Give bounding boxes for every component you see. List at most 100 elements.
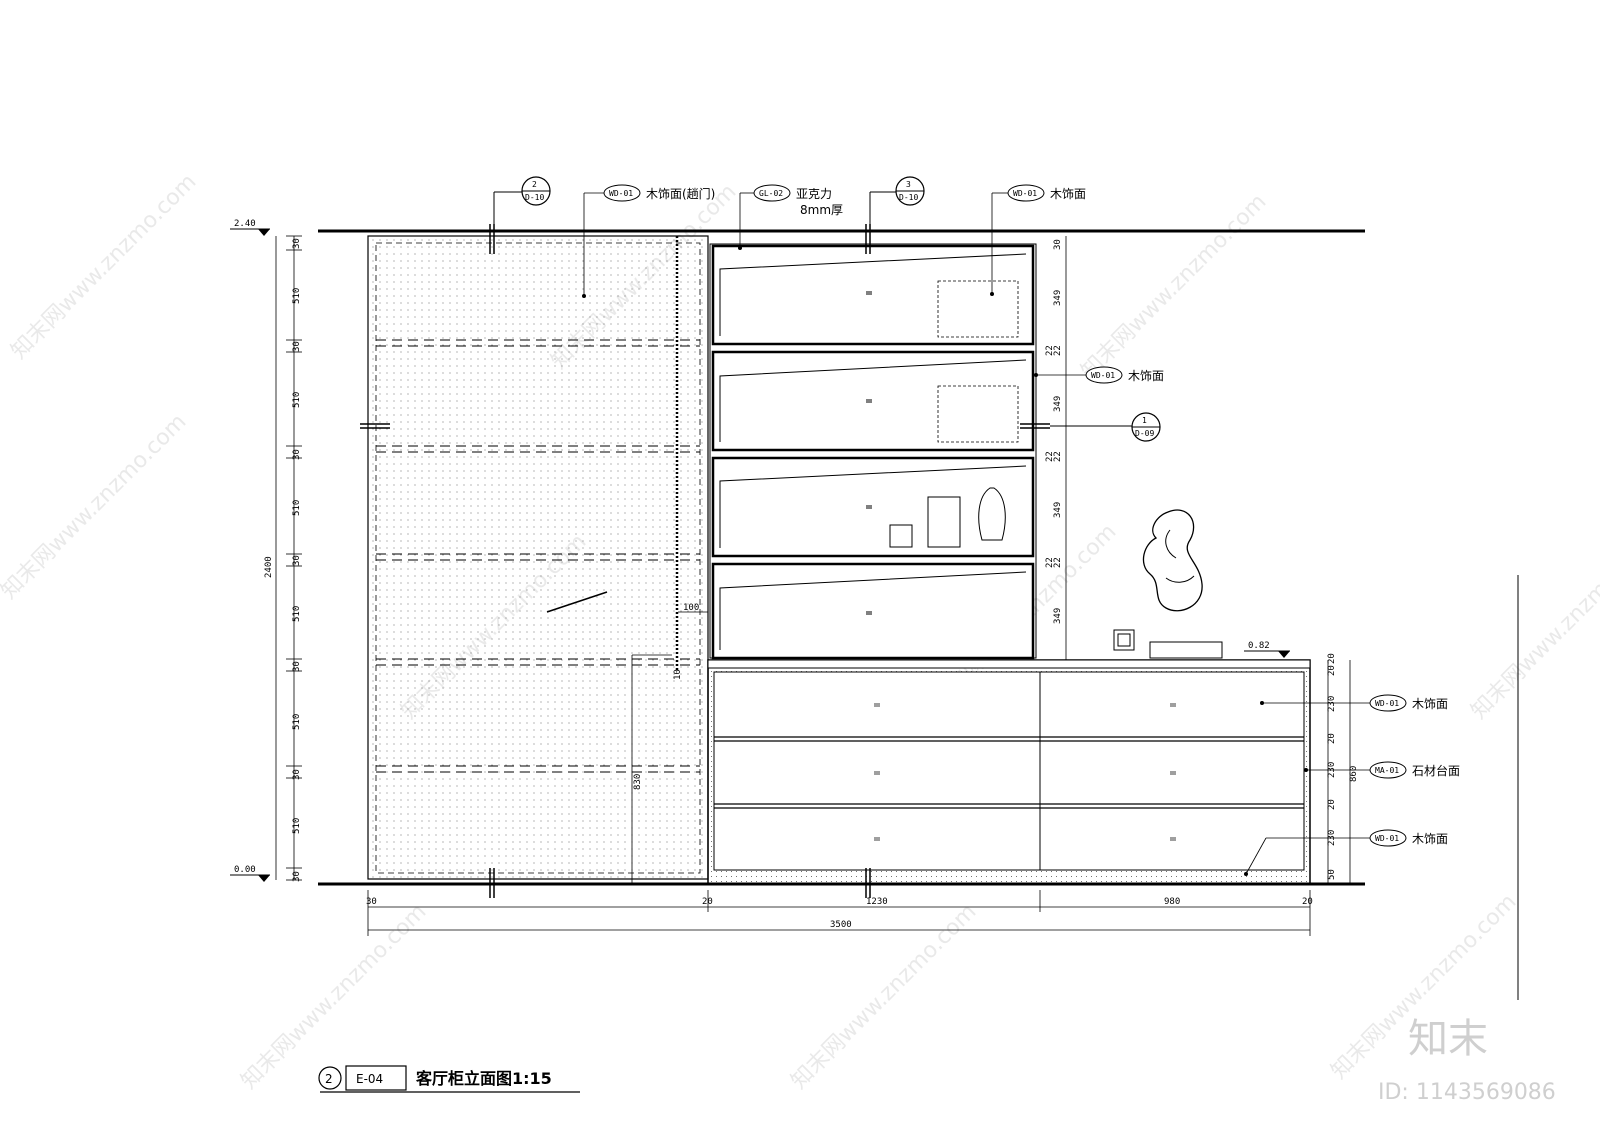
dim-rail: 30 [292, 555, 302, 566]
dim-panel: 510 [292, 714, 302, 730]
callout-text: 石材台面 [1412, 763, 1460, 778]
glass-shelf [711, 244, 1035, 346]
cabinet-dimension-chain: 20 20 230 20 230 20 230 50 860 [1327, 653, 1359, 884]
watermark-text: 知末网www.znzmo.com [7, 169, 202, 364]
callout-wd01-top: WD-01 木饰面 [990, 184, 1086, 296]
callout-wd01-base: WD-01 木饰面 [1244, 829, 1448, 876]
level-top-text: 2.40 [234, 219, 256, 229]
callout-text: 亚克力 [796, 187, 832, 201]
tall-door-panel [360, 235, 709, 884]
dim-shelf: 349 [1053, 396, 1063, 412]
dim-cab-top: 20 [1327, 653, 1337, 664]
glass-shelf [711, 456, 1035, 558]
dim-panel: 510 [292, 606, 302, 622]
section-mark-ref: D-10 [525, 193, 544, 202]
dim-bottom-total: 3500 [830, 920, 852, 930]
dim-cab-top: 20 [1327, 665, 1337, 676]
dim-shelf: 349 [1053, 290, 1063, 306]
dim-door-h: 830 [633, 774, 643, 790]
callout-ma01: MA-01 石材台面 [1304, 761, 1460, 779]
dim-panel: 510 [292, 392, 302, 408]
dim-rail: 30 [292, 238, 302, 249]
dim-drawer: 230 [1327, 762, 1337, 778]
callout-wd01-shelf: WD-01 木饰面 [1034, 366, 1164, 384]
dim-rail: 30 [292, 871, 302, 882]
dim-shelf-gap: 22 [1053, 345, 1063, 356]
watermark-text: 知末网www.znzmo.com [237, 899, 432, 1094]
dim-shelf-gap: 22 [1045, 557, 1055, 568]
dim-shelf-gap: 22 [1045, 345, 1055, 356]
drawing-title: 2 E-04 客厅柜立面图1:15 [318, 1065, 580, 1093]
dim-bottom-mid: 20 [702, 897, 713, 907]
dim-panel: 510 [292, 818, 302, 834]
callout-tag: GL-02 [759, 189, 783, 198]
level-marker-top: 2.40 [230, 219, 270, 236]
section-mark-3: 1 D-09 [1050, 412, 1161, 442]
section-mark-num: 3 [906, 180, 911, 189]
section-mark-num: 1 [1142, 416, 1147, 425]
dim-rail: 30 [292, 449, 302, 460]
drawer-grid [713, 671, 1305, 871]
callout-text: 木饰面 [1412, 832, 1448, 846]
misc-dimensions: 100 830 10 [633, 603, 708, 790]
title-number: 2 [325, 1072, 333, 1086]
callout-tag: WD-01 [1375, 699, 1399, 708]
callout-tag: WD-01 [1013, 189, 1037, 198]
shelf-dimension-chain: 30 349 22 22 349 22 22 349 22 22 349 [1045, 236, 1067, 660]
dim-drawer: 230 [1327, 696, 1337, 712]
glass-shelf [711, 350, 1035, 452]
section-mark-1: 2 D-10 [493, 176, 551, 250]
power-socket [1113, 629, 1135, 651]
dim-shelf-gap: 22 [1053, 557, 1063, 568]
callout-text: 木饰面 [1128, 369, 1164, 383]
callout-text: 木饰面(趟门) [646, 186, 715, 201]
dim-post-n: 10 [673, 669, 683, 680]
glass-shelf-unit [709, 243, 1037, 660]
dim-rail: 30 [292, 661, 302, 672]
watermark-text: 知末网www.znzmo.com [1467, 529, 1600, 724]
sculpture [1142, 509, 1223, 659]
dim-panel: 510 [292, 288, 302, 304]
callout-tag: WD-01 [1375, 834, 1399, 843]
section-mark-ref: D-10 [899, 193, 918, 202]
callout-gl02: GL-02 亚克力 8mm厚 [738, 184, 843, 250]
brand-watermark: 知末 [1408, 1016, 1488, 1062]
dim-shelf-gap: 22 [1053, 451, 1063, 462]
dim-total-height: 2400 [264, 556, 274, 578]
callout-text: 木饰面 [1050, 187, 1086, 201]
callout-wd01-drawer: WD-01 木饰面 [1260, 694, 1448, 712]
title-sheet: E-04 [356, 1072, 383, 1086]
drawer-cabinet [707, 659, 1311, 885]
bottom-dimension-chain: 30 20 1230 980 20 3500 [366, 890, 1313, 936]
dim-shelf-gap: 22 [1045, 451, 1055, 462]
dim-panel: 510 [292, 500, 302, 516]
callout-text: 木饰面 [1412, 697, 1448, 711]
dim-post: 100 [683, 603, 699, 613]
section-mark-ref: D-09 [1135, 429, 1154, 438]
section-mark-num: 2 [532, 180, 537, 189]
callout-tag: MA-01 [1375, 766, 1399, 775]
dim-rail: 30 [292, 341, 302, 352]
dim-drawer: 230 [1327, 830, 1337, 846]
level-marker-bottom: 0.00 [230, 865, 270, 882]
dim-cab-total: 860 [1349, 766, 1359, 782]
dim-rail: 30 [292, 769, 302, 780]
title-text: 客厅柜立面图1:15 [416, 1069, 552, 1088]
dim-shelf: 349 [1053, 502, 1063, 518]
watermark-text: 知末网www.znzmo.com [787, 899, 982, 1094]
watermark-text: 知末网www.znzmo.com [0, 409, 191, 604]
image-id: ID: 1143569086 [1378, 1080, 1556, 1105]
level-bottom-text: 0.00 [234, 865, 256, 875]
dim-bottom-b: 980 [1164, 897, 1180, 907]
callout-tag: WD-01 [1091, 371, 1115, 380]
dim-bottom-left: 30 [366, 897, 377, 907]
callout-tag: WD-01 [609, 189, 633, 198]
dim-bottom-right: 20 [1302, 897, 1313, 907]
dim-drawer-gap: 20 [1327, 799, 1337, 810]
dim-drawer-gap: 20 [1327, 733, 1337, 744]
dim-bottom-a: 1230 [866, 897, 888, 907]
left-dimension-chain: 2400 30 510 30 510 30 510 30 510 30 510 … [264, 235, 302, 882]
section-mark-2: 3 D-10 [869, 176, 925, 250]
level-counter-text: 0.82 [1248, 641, 1270, 651]
